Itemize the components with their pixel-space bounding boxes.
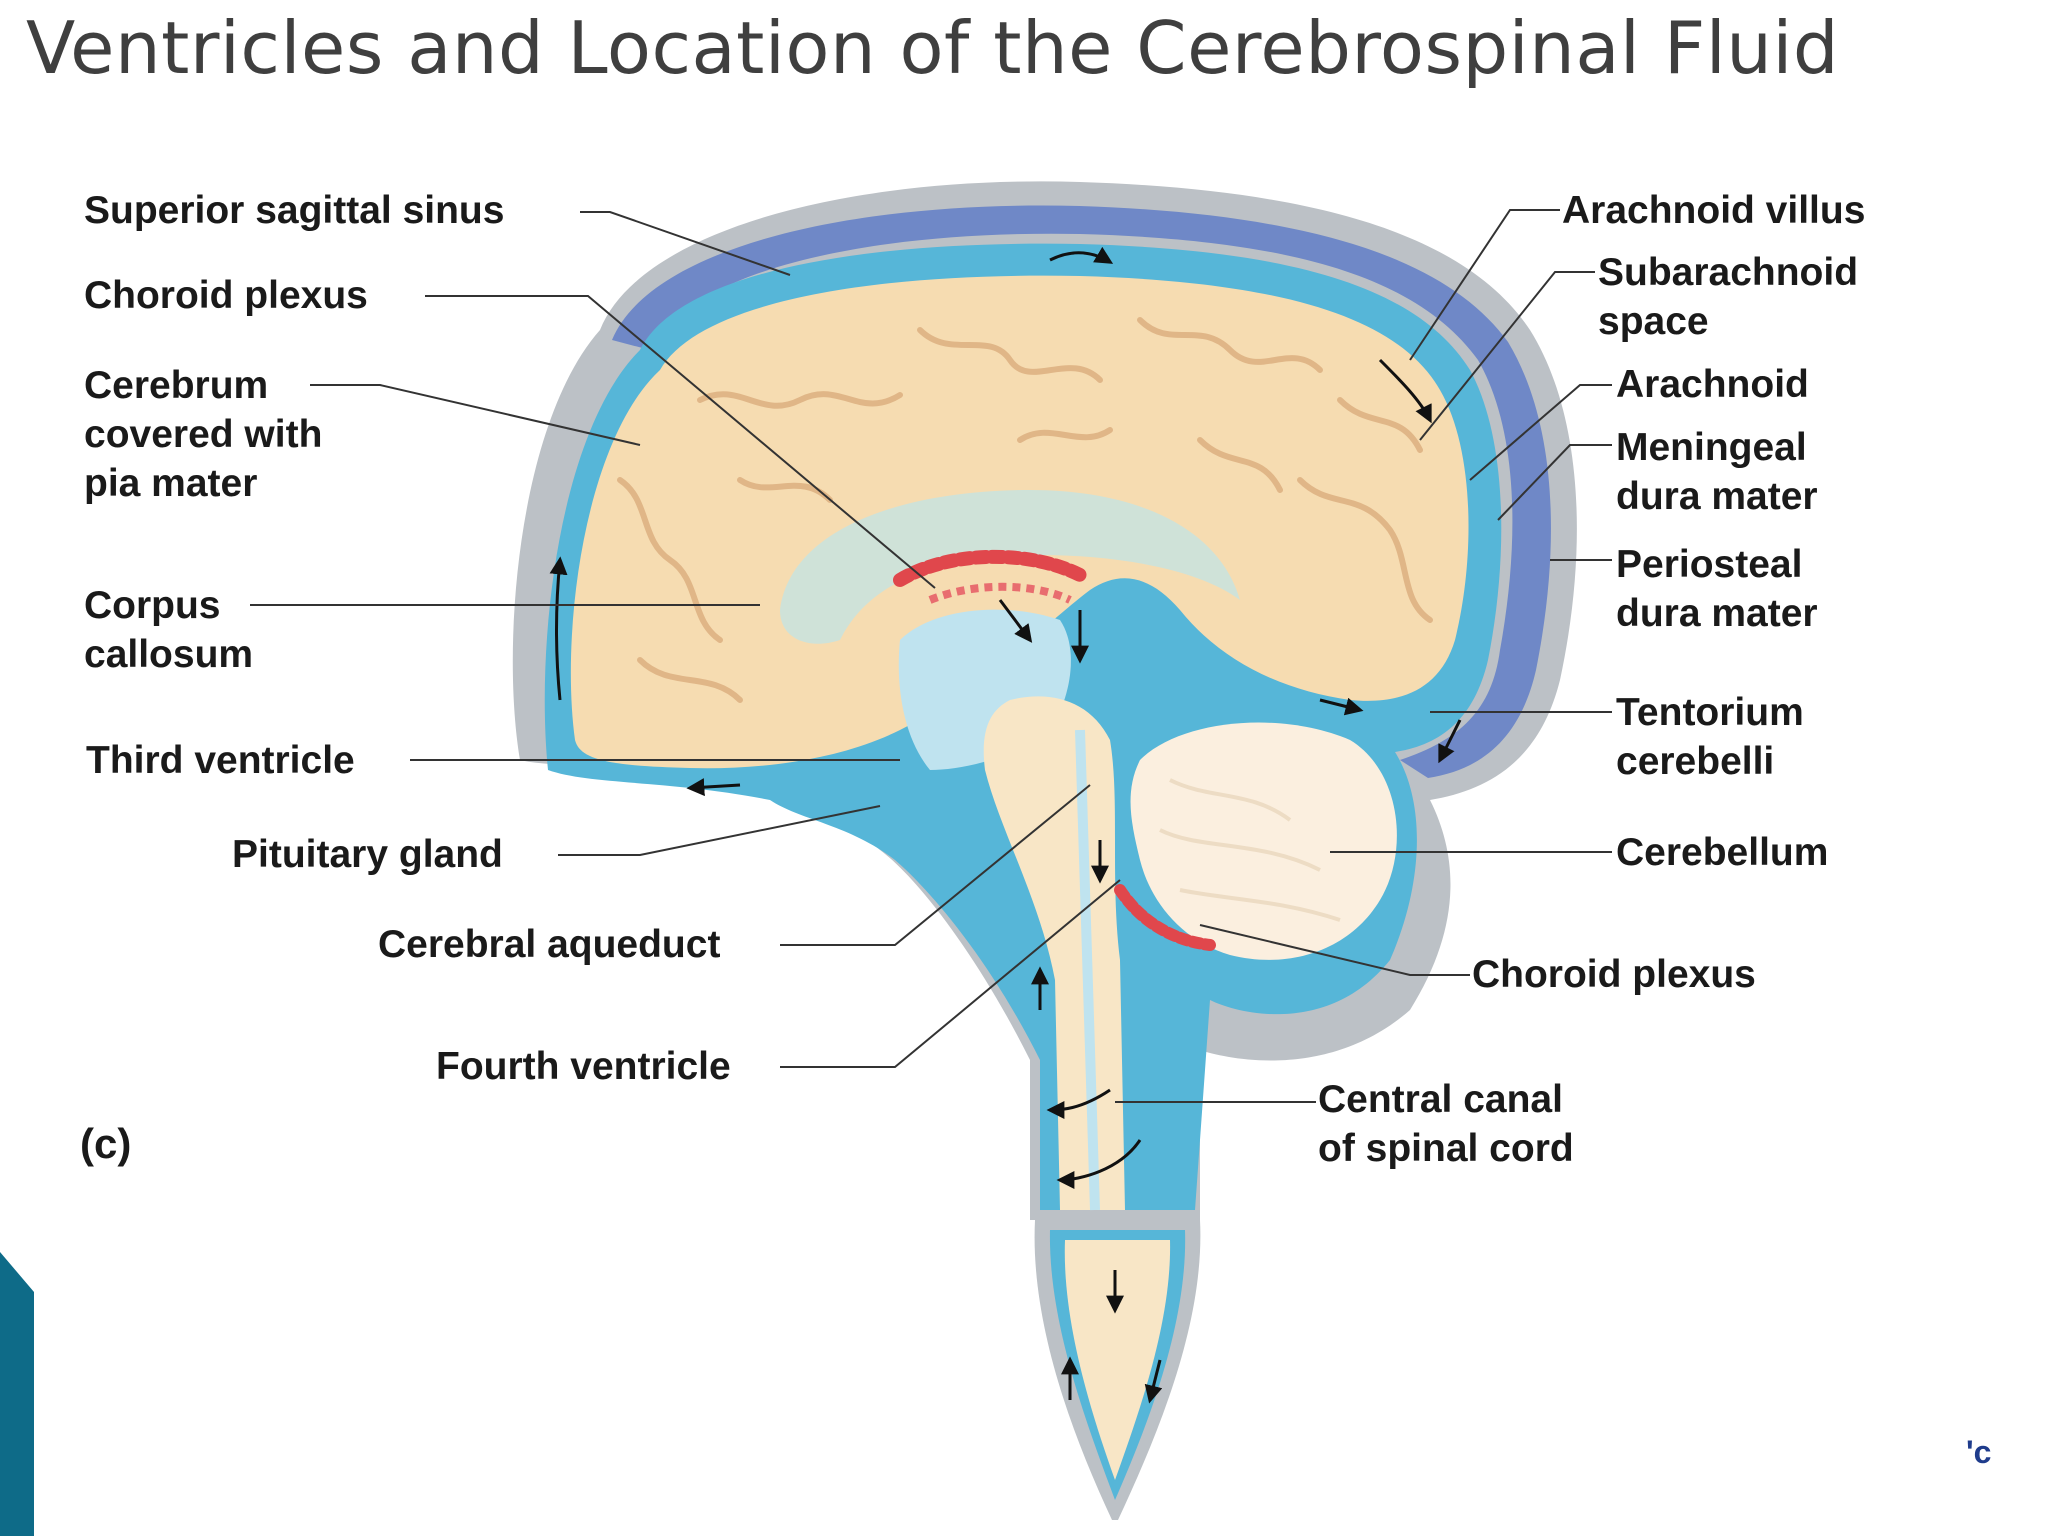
label-corpus-callosum-line-1: Corpus [84,584,221,627]
leader-arachnoid-villus [1409,209,1560,361]
label-central-canal-line-1: Central canal [1318,1078,1563,1121]
cerebellum [1130,722,1397,960]
label-tentorium-line-1: Tentorium [1616,691,1804,734]
label-cerebrum: Cerebrum covered with pia mater [84,361,322,508]
label-meningeal-dura-mater: Meningeal dura mater [1616,423,1818,521]
label-cerebrum-line-2: covered with [84,413,323,456]
leader-cerebral-aqueduct [780,784,1091,946]
label-cerebrum-line-1: Cerebrum [84,364,269,407]
leader-fourth-ventricle [780,879,1121,1068]
choroid-plexus-upper [893,549,1087,604]
label-meningeal-line-1: Meningeal [1616,426,1807,469]
spinal-cord-lower [1034,1220,1201,1520]
label-central-canal-line-2: of spinal cord [1318,1127,1574,1170]
label-choroid-plexus-upper: Choroid plexus [84,274,368,317]
label-arachnoid: Arachnoid [1616,363,1809,406]
label-arachnoid-villus: Arachnoid villus [1562,189,1866,232]
leader-meningeal-dura-mater [1497,444,1612,521]
figure-letter: (c) [80,1120,132,1167]
label-corpus-callosum-line-2: callosum [84,633,254,676]
label-subarachnoid-space: Subarachnoid space [1598,248,1858,346]
leader-choroid-plexus-upper [425,295,936,589]
corpus-callosum [780,490,1240,644]
label-cerebellum: Cerebellum [1616,831,1829,874]
corner-accent-bar [0,1252,34,1536]
label-subarachnoid-space-line-1: Subarachnoid [1598,251,1859,294]
label-cerebrum-line-3: pia mater [84,462,258,505]
corner-text-fragment: 'c [1966,1434,1992,1470]
leader-arachnoid [1469,384,1612,481]
slide-title: Ventricles and Location of the Cerebrosp… [26,6,1840,90]
label-periosteal-dura-mater: Periosteal dura mater [1616,540,1818,638]
leader-superior-sagittal-sinus [580,211,791,276]
leader-choroid-plexus-lower [1199,924,1470,976]
label-choroid-plexus-lower: Choroid plexus [1472,953,1756,996]
csf-flow-arrows [549,246,1462,1404]
label-meningeal-line-2: dura mater [1616,475,1818,518]
label-tentorium-cerebelli: Tentorium cerebelli [1616,688,1804,786]
brainstem [983,696,1125,1211]
label-corpus-callosum: Corpus callosum [84,581,253,679]
label-periosteal-line-1: Periosteal [1616,543,1803,586]
label-tentorium-line-2: cerebelli [1616,740,1775,783]
label-leader-lines [250,209,1612,1103]
label-superior-sagittal-sinus: Superior sagittal sinus [84,189,505,232]
leader-subarachnoid-space [1419,271,1595,441]
label-subarachnoid-space-line-2: space [1598,300,1709,343]
label-fourth-ventricle: Fourth ventricle [436,1045,731,1088]
label-cerebral-aqueduct: Cerebral aqueduct [378,923,721,966]
label-pituitary-gland: Pituitary gland [232,833,503,876]
label-third-ventricle: Third ventricle [86,739,355,782]
choroid-plexus-lower [1114,884,1216,951]
leader-pituitary-gland [558,805,881,856]
label-periosteal-line-2: dura mater [1616,592,1818,635]
label-central-canal: Central canal of spinal cord [1318,1075,1574,1173]
superior-sagittal-sinus-band [612,205,1551,778]
leader-cerebrum [310,384,641,446]
